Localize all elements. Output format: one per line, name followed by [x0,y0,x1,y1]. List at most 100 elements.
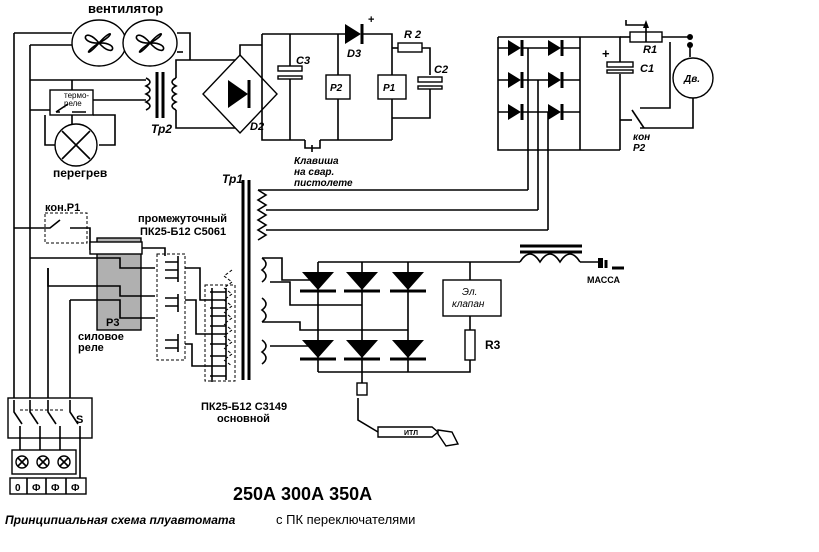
fan-1-blades-icon [84,33,114,53]
pk-intermediate-label: ПК25-Б12 С5061 [140,226,226,238]
r2-label: R 2 [404,29,421,41]
tr2-secondary-coil-icon [171,77,178,111]
pk-main-switch: ПК25-Б12 С3149 основной [185,267,287,425]
diode-icon [302,272,424,290]
welding-torch: ИТЛ [356,382,460,447]
d3-plus-label: + [368,14,374,26]
c1-plate [606,69,634,74]
r1-potentiometer: R1 [620,20,693,56]
main-rectifier [300,261,520,383]
d2-diode-icon [228,80,248,108]
diode-icon [508,40,561,56]
diode-icon [508,72,561,88]
trigger-button-label: Клавиша на свар. пистолете [294,156,353,189]
choke-ground: МАССА [519,244,624,285]
c3-plate [277,75,303,80]
wire [175,110,240,129]
switch-contacts-icon [13,400,79,425]
fan-label: вентилятор [88,1,163,16]
pk-intermediate-contacts-icon [165,261,178,349]
c2-plate [417,76,443,83]
gas-valve-box [442,279,502,317]
main-label: основной [217,413,270,425]
ground-clamp-icon [598,258,603,268]
c3-plate [277,65,303,72]
tr2-label: Тр2 [151,122,172,136]
mains-indicators [11,449,77,475]
torch-nozzle-icon [437,429,460,447]
tr1-transformer: Тр1 [222,172,548,380]
caption-title: Принципиальная схема плуавтомата [5,513,236,527]
d3-diode-icon [345,24,361,44]
r1-wiper-icon [625,20,647,42]
terminal-dividers [26,478,67,494]
wire [262,257,318,281]
r1-arrow-icon [643,20,649,28]
c2-capacitor: C2 [392,64,448,119]
wire [70,299,155,319]
terminal-0: 0 [15,483,21,494]
intermediate-label: промежуточный [138,213,227,225]
wire [640,98,694,129]
motor-group: Дв. кон P2 [620,42,714,154]
wire [270,281,362,306]
caption-subtitle: с ПК переключателями [276,512,415,527]
c3-label: C3 [296,55,310,67]
mains-terminals: 0 Ф Ф Ф [9,477,87,495]
d3-diode: D3 + [345,14,374,60]
p1-relay-coil: P1 [377,48,407,140]
relay-p3: P3 силовое реле [30,237,166,354]
p1-box [377,74,407,100]
wire [185,343,210,367]
button-label-1: Клавиша [294,156,339,167]
gas-valve: Эл. клапан R3 [442,262,502,361]
wire [93,114,116,146]
diode-icon [508,104,561,120]
relay-p3-coil [89,241,143,255]
wire [19,426,81,478]
p2-label: P2 [330,83,343,94]
wire [362,33,393,48]
wire [175,59,240,78]
valve-label-1: Эл. [462,287,477,298]
relay-p3-label: P3 [106,317,119,329]
motor-label: Дв. [683,74,700,85]
c1-plus-label: + [602,46,610,61]
tr1-secondary-coil-icon [260,339,267,365]
diode-icon [302,340,424,358]
pk-intermediate-frame [156,253,186,361]
pk-main-bus [211,288,227,382]
tr1-primary-coil-icon [223,269,233,367]
p2-box [325,74,351,100]
c1-plate [606,61,634,68]
d3-label: D3 [347,48,361,60]
d2-label: D2 [250,121,264,133]
pk-main-contacts-icon [210,291,226,377]
c2-plate [417,85,443,90]
wire [47,268,71,400]
d2-bridge: D2 [202,53,278,135]
tr2-primary-coil-icon [144,77,151,111]
button-label-2: на свар. [294,167,334,178]
tr1-secondary-coil-icon [260,297,267,323]
ground-label: МАССА [587,275,621,285]
bridge-diodes [498,37,581,150]
power-relay-label-1: силовое [78,331,124,343]
indicator-lamp-cross-icon [17,457,69,467]
contact-p1: кон.P1 [14,202,91,250]
connector-icon [356,382,368,396]
c2-label: C2 [434,64,448,76]
pk-main-frame [204,284,236,382]
r1-label: R1 [643,44,657,56]
thermo-relay-group: термо- реле перегрев [44,80,116,180]
wire [30,257,155,269]
thermo-relay-label-2: реле [64,99,82,108]
p1-label: P1 [383,83,396,94]
r3-label: R3 [485,338,501,352]
currents-label: 250А 300А 350А [233,484,372,504]
wire [177,32,191,60]
wire [580,36,621,150]
wire [422,47,431,75]
p2-relay-coil: P2 [325,34,351,140]
